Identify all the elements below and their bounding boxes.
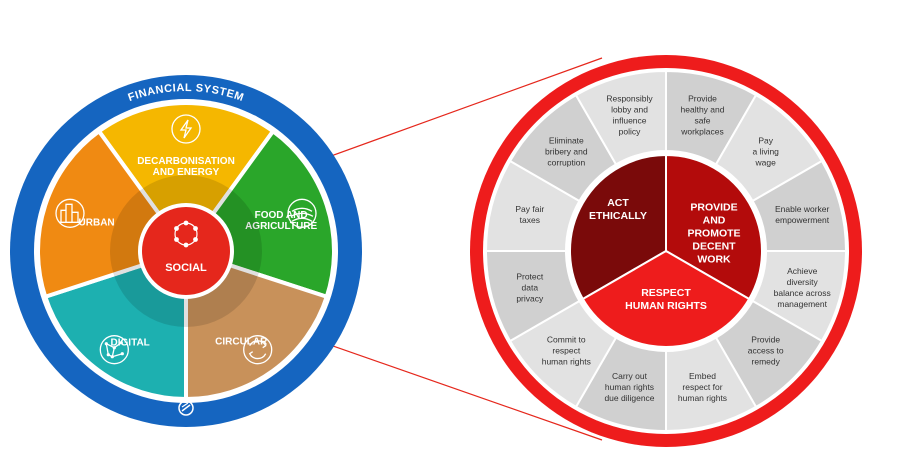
segment-label-line: DIGITAL [111, 337, 150, 348]
outer-segment-label-line: Carry out [612, 371, 648, 381]
outer-segment-label-line: remedy [752, 357, 781, 367]
core-segment-label-line: ACT [607, 197, 629, 209]
outer-segment-label-line: privacy [516, 294, 544, 304]
outer-segment-label-line: wage [755, 157, 777, 167]
outer-segment-label-line: corruption [547, 157, 585, 167]
core-segment [581, 249, 751, 348]
outer-segment-label-line: lobby and [611, 104, 648, 114]
outer-segment-label-line: healthy and [681, 104, 725, 114]
lightning-icon [171, 114, 201, 144]
segment-label-line: URBAN [79, 218, 115, 229]
core-segment-label-line: WORK [697, 254, 731, 266]
outer-segment-label-line: a living [752, 146, 779, 156]
outer-segment-label-line: Achieve [787, 266, 818, 276]
outer-segment-label-line: Enable worker [775, 204, 830, 214]
field-icon [287, 198, 317, 228]
outer-segment-label-line: Pay [758, 135, 773, 145]
core-segment-label-line: RESPECT [641, 287, 691, 299]
outer-segment-label-line: balance across [774, 288, 831, 298]
segment-label-line: AND ENERGY [153, 167, 220, 178]
outer-segment-label-line: safe [694, 115, 710, 125]
segment-label-line: DECARBONISATION [137, 156, 235, 167]
core-segment-label-line: AND [703, 215, 726, 227]
outer-segment-label-line: Protect [516, 272, 544, 282]
segment-label-line: CIRCULAR [215, 337, 268, 348]
segment-label: URBAN [79, 218, 115, 229]
segment-label-line: FOOD AND [255, 210, 308, 221]
buildings-icon [55, 198, 85, 228]
segment-label: DIGITAL [111, 337, 150, 348]
segment-digital [42, 248, 188, 402]
core-segment-label-line: PROMOTE [687, 228, 740, 240]
segment-circular [184, 248, 330, 402]
core-segment [569, 153, 667, 301]
outer-segment-label-line: respect for [682, 382, 722, 392]
segment-label-line: AGRICULTURE [245, 221, 317, 232]
core-segment-label-line: DECENT [692, 241, 736, 253]
outer-segment-label-line: human rights [605, 382, 654, 392]
core-segment-label-line: PROVIDE [690, 202, 737, 214]
recycle-icon [243, 335, 273, 365]
outer-segment-label-line: policy [619, 126, 641, 136]
social-label: SOCIAL [165, 262, 207, 274]
core-segment-label-line: HUMAN RIGHTS [625, 300, 707, 312]
outer-segment-label-line: Provide [688, 93, 717, 103]
outer-segment-label-line: access to [748, 346, 784, 356]
outer-segment-label-line: diversity [787, 277, 819, 287]
outer-segment-label-line: empowerment [775, 215, 829, 225]
outer-segment-label-line: Commit to [547, 335, 586, 345]
outer-segment-label-line: human rights [678, 393, 727, 403]
outer-segment-label-line: Pay fair [515, 204, 544, 214]
outer-segment-label-line: workplaces [680, 126, 724, 136]
outer-segment-label-line: human rights [542, 357, 591, 367]
outer-segment-label-line: management [777, 299, 827, 309]
outer-segment-label-line: data [522, 283, 539, 293]
outer-segment-label-line: Provide [751, 335, 780, 345]
outer-segment-label-line: Eliminate [549, 135, 584, 145]
outer-segment-label-line: Embed [689, 371, 716, 381]
network-icon [99, 335, 129, 365]
outer-segment-label-line: bribery and [545, 146, 588, 156]
outer-segment-label-line: taxes [520, 215, 540, 225]
social-icon [174, 220, 198, 248]
core-segment [665, 153, 763, 301]
social-center [138, 203, 234, 299]
core-segment-label-line: ETHICALLY [589, 210, 647, 222]
outer-segment [574, 69, 667, 166]
outer-segment-label-line: respect [552, 346, 581, 356]
outer-segment-label-line: Responsibly [606, 93, 653, 103]
segment-label: CIRCULAR [215, 337, 268, 348]
outer-segment-label-line: due diligence [604, 393, 654, 403]
segment-decarbonisation [96, 101, 276, 255]
outer-segment-label-line: influence [612, 115, 646, 125]
bottom-ring-icon [178, 400, 194, 416]
